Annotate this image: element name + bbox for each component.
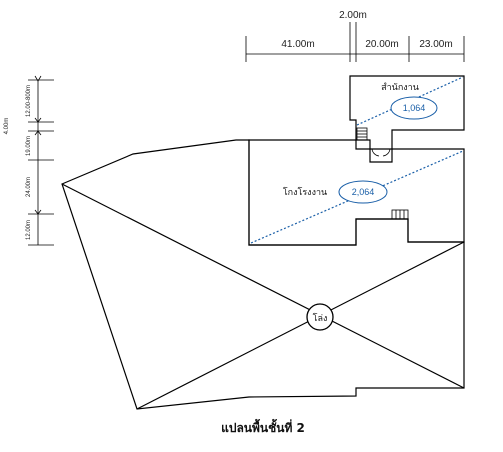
dim-2m: 2.00m: [339, 10, 367, 21]
office-label: สำนักงาน: [381, 82, 419, 93]
open-area-block: โล่ง: [61, 139, 465, 410]
open-area-marker: [306, 303, 334, 331]
office-area: 1,064: [403, 103, 426, 113]
office-area-badge: [390, 96, 438, 120]
office-block: สำนักงาน 1,064: [349, 75, 465, 157]
office-stair-icon: [356, 127, 368, 141]
open-area-label: โล่ง: [313, 313, 328, 324]
dim-4m: 4.00m: [4, 118, 10, 135]
warehouse-stair-icon: [391, 209, 409, 220]
left-dimensions: 12.00-800m 4.00m 19.00m 24.00m 12.00m: [4, 75, 54, 246]
warehouse-area: 2,064: [352, 187, 375, 197]
dim-41m: 41.00m: [281, 39, 314, 50]
office-diagonal: [356, 76, 464, 126]
dim-24m: 24.00m: [26, 177, 32, 197]
dim-12m: 12.00m: [26, 220, 32, 240]
plan-caption: แปลนพื้นชั้นที่ 2: [221, 418, 305, 435]
dim-20m: 20.00m: [365, 39, 398, 50]
door-icon: [371, 148, 391, 157]
warehouse-area-badge: [338, 180, 388, 204]
warehouse-diagonal: [250, 150, 464, 244]
warehouse-label: โกงโรงงาน: [283, 187, 327, 198]
dim-23m: 23.00m: [419, 39, 452, 50]
dim-19m: 19.00m: [26, 136, 32, 156]
dim-12-800m: 12.00-800m: [26, 85, 32, 117]
top-dimensions: 41.00m 2.00m 20.00m 23.00m: [245, 10, 465, 62]
